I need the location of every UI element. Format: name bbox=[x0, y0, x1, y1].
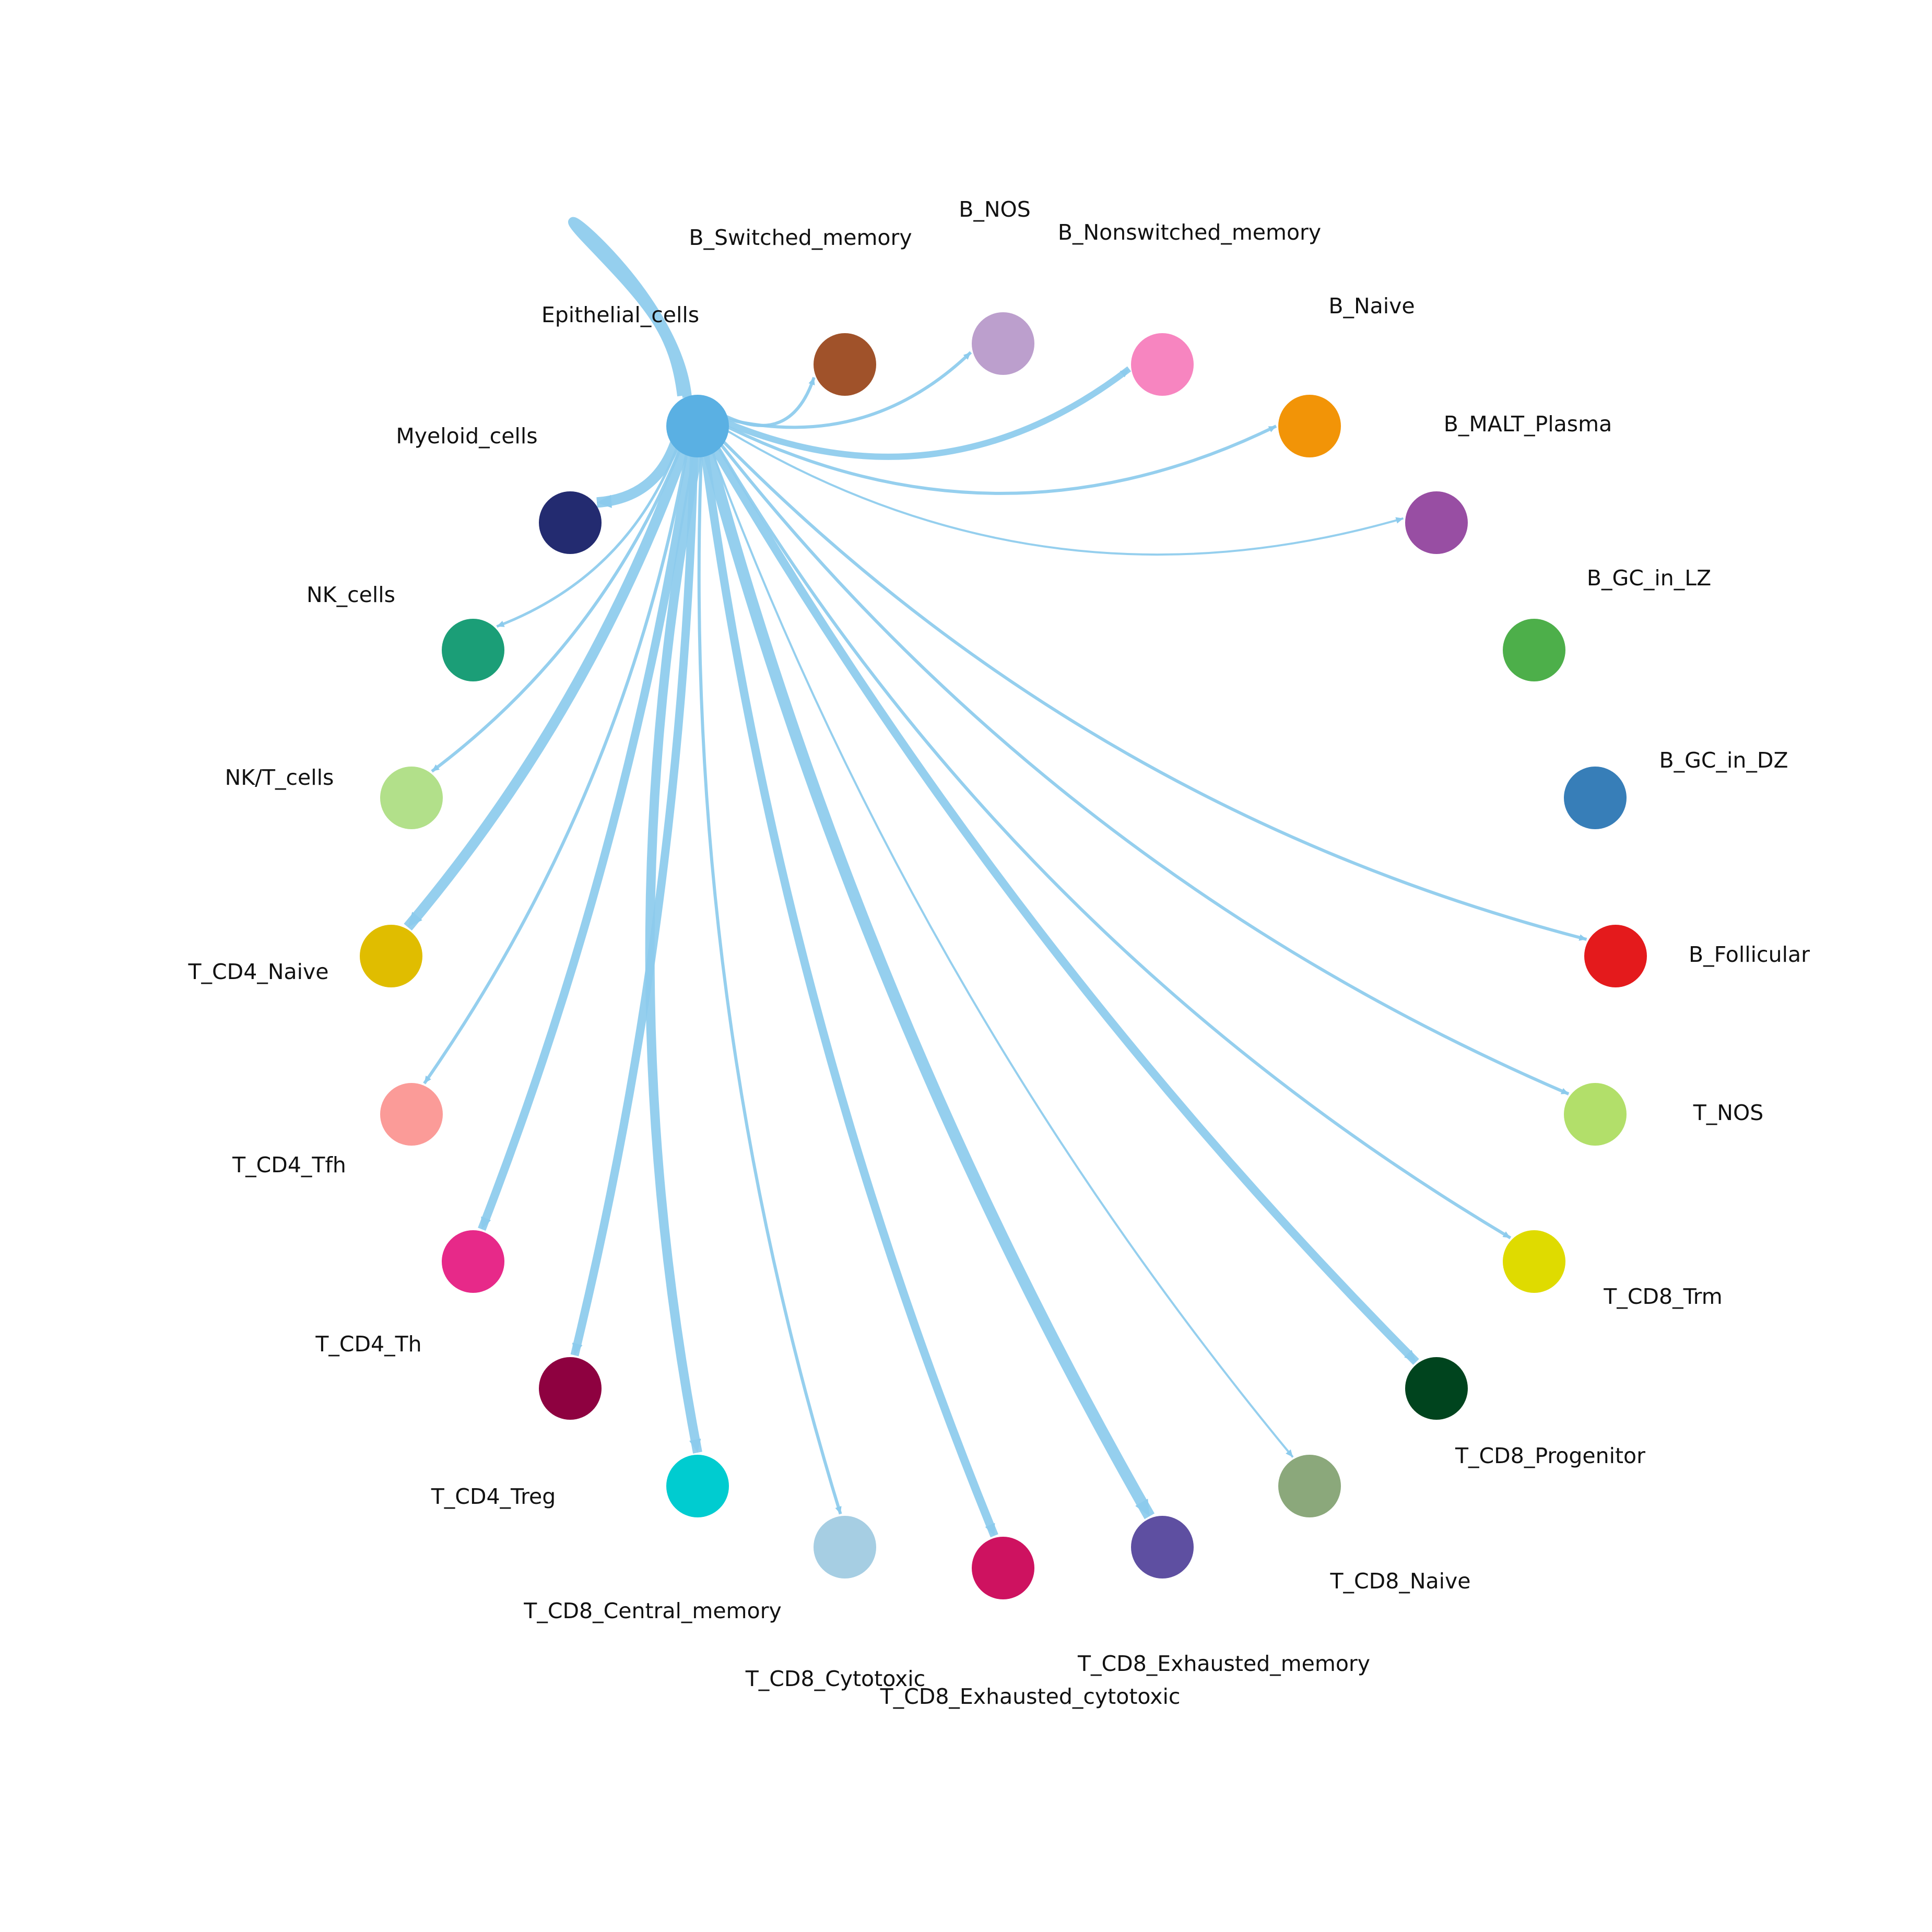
edge-to-t-cd4-tfh bbox=[423, 452, 689, 1085]
edge-to-t-cd8-trm bbox=[716, 445, 1512, 1240]
arrowhead-t-cd8-exhausted-cytotoxic bbox=[985, 1523, 995, 1536]
edge-to-t-cd8-exhausted-cytotoxic bbox=[701, 453, 998, 1538]
edge-to-b-malt-plasma bbox=[725, 429, 1404, 556]
node-label-t-cd4-th: T_CD4_Th bbox=[315, 1332, 421, 1357]
node-b-gc-in-dz[interactable] bbox=[1564, 767, 1627, 829]
node-myeloid-cells[interactable] bbox=[539, 491, 602, 554]
node-t-cd8-trm[interactable] bbox=[1503, 1230, 1565, 1293]
node-nk-cells[interactable] bbox=[442, 619, 504, 681]
node-t-nos[interactable] bbox=[1564, 1083, 1627, 1146]
node-b-gc-in-lz[interactable] bbox=[1503, 619, 1565, 681]
arrowhead-b-nonswitched-memory bbox=[1120, 369, 1129, 378]
edge-to-b-follicular bbox=[721, 439, 1587, 941]
node-label-b-nonswitched-memory: B_Nonswitched_memory bbox=[1058, 220, 1321, 245]
node-label-t-cd8-cytotoxic: T_CD8_Cytotoxic bbox=[745, 1666, 925, 1691]
edge-to-t-cd8-exhausted-memory bbox=[703, 450, 1155, 1519]
edge-to-b-switched-memory bbox=[723, 376, 816, 427]
edge-to-b-nonswitched-memory bbox=[724, 366, 1132, 460]
node-label-t-cd8-central-memory: T_CD8_Central_memory bbox=[523, 1598, 781, 1623]
arrowhead-t-cd4-th bbox=[481, 1216, 491, 1230]
edge-to-t-cd8-naive bbox=[711, 450, 1294, 1458]
node-nk-t-cells[interactable] bbox=[380, 767, 443, 829]
node-label-myeloid-cells: Myeloid_cells bbox=[396, 423, 537, 449]
node-label-t-cd4-treg: T_CD4_Treg bbox=[431, 1484, 556, 1509]
node-label-epithelial-cells: Epithelial_cells bbox=[541, 302, 699, 327]
node-label-t-cd4-tfh: T_CD4_Tfh bbox=[232, 1152, 346, 1177]
node-t-cd4-naive[interactable] bbox=[360, 925, 422, 987]
arrowhead-t-cd8-naive bbox=[1286, 1449, 1293, 1457]
edge-to-t-nos bbox=[718, 442, 1570, 1095]
node-t-cd8-exhausted-cytotoxic[interactable] bbox=[972, 1537, 1034, 1599]
arrowhead-t-cd4-treg bbox=[572, 1342, 583, 1356]
node-b-follicular[interactable] bbox=[1584, 925, 1647, 987]
node-t-cd8-central-memory[interactable] bbox=[666, 1455, 729, 1517]
node-t-cd8-naive[interactable] bbox=[1278, 1455, 1341, 1517]
node-t-cd4-treg[interactable] bbox=[539, 1357, 602, 1420]
node-label-t-cd4-naive: T_CD4_Naive bbox=[187, 959, 328, 984]
edge-to-t-cd8-progenitor bbox=[711, 446, 1419, 1365]
node-t-cd8-exhausted-memory[interactable] bbox=[1131, 1516, 1194, 1578]
node-label-nk-t-cells: NK/T_cells bbox=[225, 765, 334, 790]
node-t-cd4-th[interactable] bbox=[442, 1230, 504, 1293]
arrowhead-t-cd8-exhausted-memory bbox=[1135, 1499, 1150, 1516]
node-label-t-cd8-naive: T_CD8_Naive bbox=[1329, 1569, 1470, 1594]
arrowhead-nk-t-cells bbox=[432, 764, 440, 772]
edge-to-t-cd4-treg bbox=[570, 454, 698, 1357]
edge-to-nk-t-cells bbox=[431, 447, 682, 773]
node-t-cd8-progenitor[interactable] bbox=[1405, 1357, 1468, 1420]
node-label-b-follicular: B_Follicular bbox=[1689, 942, 1810, 967]
node-label-t-cd8-exhausted-memory: T_CD8_Exhausted_memory bbox=[1077, 1651, 1370, 1676]
arrowhead-b-switched-memory bbox=[808, 377, 815, 385]
arrowhead-t-cd8-trm bbox=[1502, 1231, 1511, 1238]
node-b-naive[interactable] bbox=[1278, 395, 1341, 457]
node-label-t-cd8-progenitor: T_CD8_Progenitor bbox=[1455, 1443, 1645, 1468]
node-t-cd8-cytotoxic[interactable] bbox=[814, 1516, 876, 1578]
arrowhead-b-malt-plasma bbox=[1395, 517, 1404, 524]
node-label-t-nos: T_NOS bbox=[1693, 1100, 1764, 1125]
edges-layer bbox=[404, 217, 1587, 1538]
node-b-switched-memory[interactable] bbox=[814, 333, 876, 396]
edge-to-t-cd4-th bbox=[478, 452, 694, 1231]
arrowhead-t-cd8-central-memory bbox=[689, 1439, 701, 1453]
node-label-b-naive: B_Naive bbox=[1328, 293, 1415, 319]
labels-layer: Epithelial_cells B_Switched_memory B_NOS B_… bbox=[187, 197, 1810, 1709]
edge-to-t-cd8-cytotoxic bbox=[697, 454, 842, 1515]
edge-self-loop-epithelial-cells bbox=[568, 217, 692, 398]
node-b-nonswitched-memory[interactable] bbox=[1131, 333, 1194, 396]
node-t-cd4-tfh[interactable] bbox=[380, 1083, 443, 1146]
node-label-b-gc-in-lz: B_GC_in_LZ bbox=[1587, 566, 1711, 591]
node-epithelial-cells[interactable] bbox=[666, 395, 729, 457]
edge-to-t-cd4-naive bbox=[404, 449, 689, 931]
arrowhead-t-cd8-progenitor bbox=[1404, 1350, 1417, 1362]
node-label-b-nos: B_NOS bbox=[959, 197, 1031, 222]
arrowhead-t-cd8-cytotoxic bbox=[835, 1506, 842, 1514]
arrowhead-myeloid-cells bbox=[596, 494, 612, 508]
edge-to-nk-cells bbox=[496, 445, 679, 628]
node-label-nk-cells: NK_cells bbox=[307, 582, 395, 607]
arrowhead-b-nos bbox=[963, 352, 971, 360]
arrowhead-b-follicular bbox=[1578, 934, 1587, 941]
arrowhead-t-cd4-naive bbox=[408, 912, 422, 927]
node-label-t-cd8-exhausted-cytotoxic: T_CD8_Exhausted_cytotoxic bbox=[880, 1684, 1181, 1709]
node-b-nos[interactable] bbox=[972, 312, 1034, 375]
edge-to-b-naive bbox=[725, 425, 1277, 495]
arrowhead-b-naive bbox=[1268, 426, 1276, 432]
node-b-malt-plasma[interactable] bbox=[1405, 491, 1468, 554]
arrowhead-t-nos bbox=[1560, 1088, 1569, 1094]
node-label-b-switched-memory: B_Switched_memory bbox=[689, 225, 912, 250]
arrowhead-nk-cells bbox=[497, 620, 505, 627]
edge-to-b-nos bbox=[724, 351, 972, 429]
node-label-b-malt-plasma: B_MALT_Plasma bbox=[1444, 411, 1612, 437]
node-label-t-cd8-trm: T_CD8_Trm bbox=[1603, 1284, 1722, 1309]
node-label-b-gc-in-dz: B_GC_in_DZ bbox=[1659, 748, 1788, 773]
arrowhead-t-cd4-tfh bbox=[424, 1075, 431, 1083]
nodes-layer bbox=[360, 312, 1647, 1599]
